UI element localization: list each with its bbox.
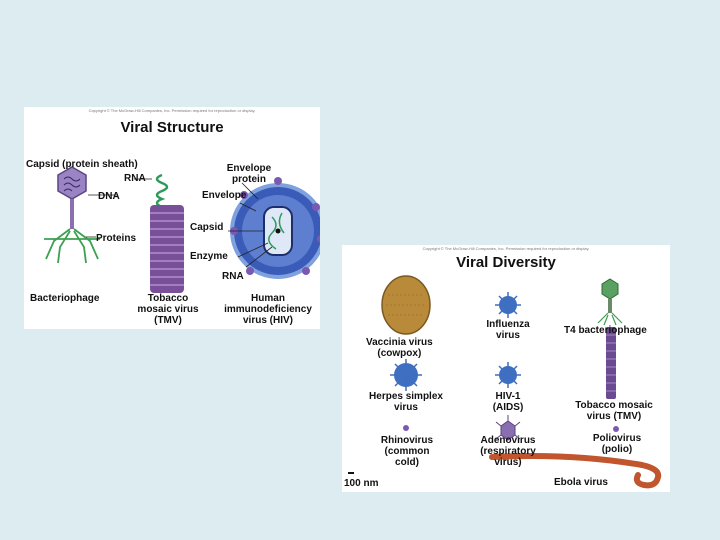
- ebola-illustration: [489, 453, 662, 489]
- label-bacteriophage: Bacteriophage: [30, 293, 100, 304]
- label-rna-bottom: RNA: [222, 271, 244, 282]
- viral-diversity-panel: Copyright © The McGraw-Hill Companies, I…: [342, 245, 670, 492]
- label-enzyme: Enzyme: [190, 251, 228, 262]
- diversity-title: Viral Diversity: [456, 254, 556, 271]
- label-proteins: Proteins: [96, 233, 137, 244]
- hiv-illustration: [228, 177, 320, 279]
- structure-copyright: Copyright © The McGraw-Hill Companies, I…: [88, 108, 256, 113]
- label-hiv1: HIV-1(AIDS): [492, 391, 524, 413]
- label-t4: T4 bacteriophage: [564, 325, 647, 336]
- label-capsid: Capsid (protein sheath): [26, 159, 138, 170]
- label-dna: DNA: [98, 191, 120, 202]
- label-poliovirus: Poliovirus(polio): [592, 433, 642, 455]
- label-envelope: Envelope: [202, 190, 247, 201]
- t4-illustration: [597, 278, 623, 326]
- influenza-illustration: [495, 292, 521, 318]
- label-scale: 100 nm: [344, 478, 379, 489]
- hiv1-illustration: [495, 362, 521, 388]
- bacteriophage-illustration: [44, 166, 118, 264]
- structure-title: Viral Structure: [120, 119, 224, 136]
- label-capsid-hiv: Capsid: [190, 222, 224, 233]
- viral-structure-panel: Copyright © The McGraw-Hill Companies, I…: [24, 107, 320, 329]
- rhinovirus-illustration: [403, 425, 409, 431]
- label-rna-top: RNA: [124, 173, 146, 184]
- diversity-copyright: Copyright © The McGraw-Hill Companies, I…: [422, 246, 590, 251]
- label-ebola: Ebola virus: [554, 477, 608, 488]
- tmv-rod-illustration: [606, 327, 616, 399]
- viral-structure-illustration: [44, 166, 320, 293]
- viral-diversity-illustration: [348, 275, 662, 489]
- herpes-illustration: [390, 359, 422, 391]
- label-vaccinia: Vaccinia virus (cowpox): [366, 337, 433, 359]
- adenovirus-illustration: [495, 415, 521, 441]
- tmv-illustration: [134, 173, 184, 293]
- poliovirus-illustration: [613, 426, 619, 432]
